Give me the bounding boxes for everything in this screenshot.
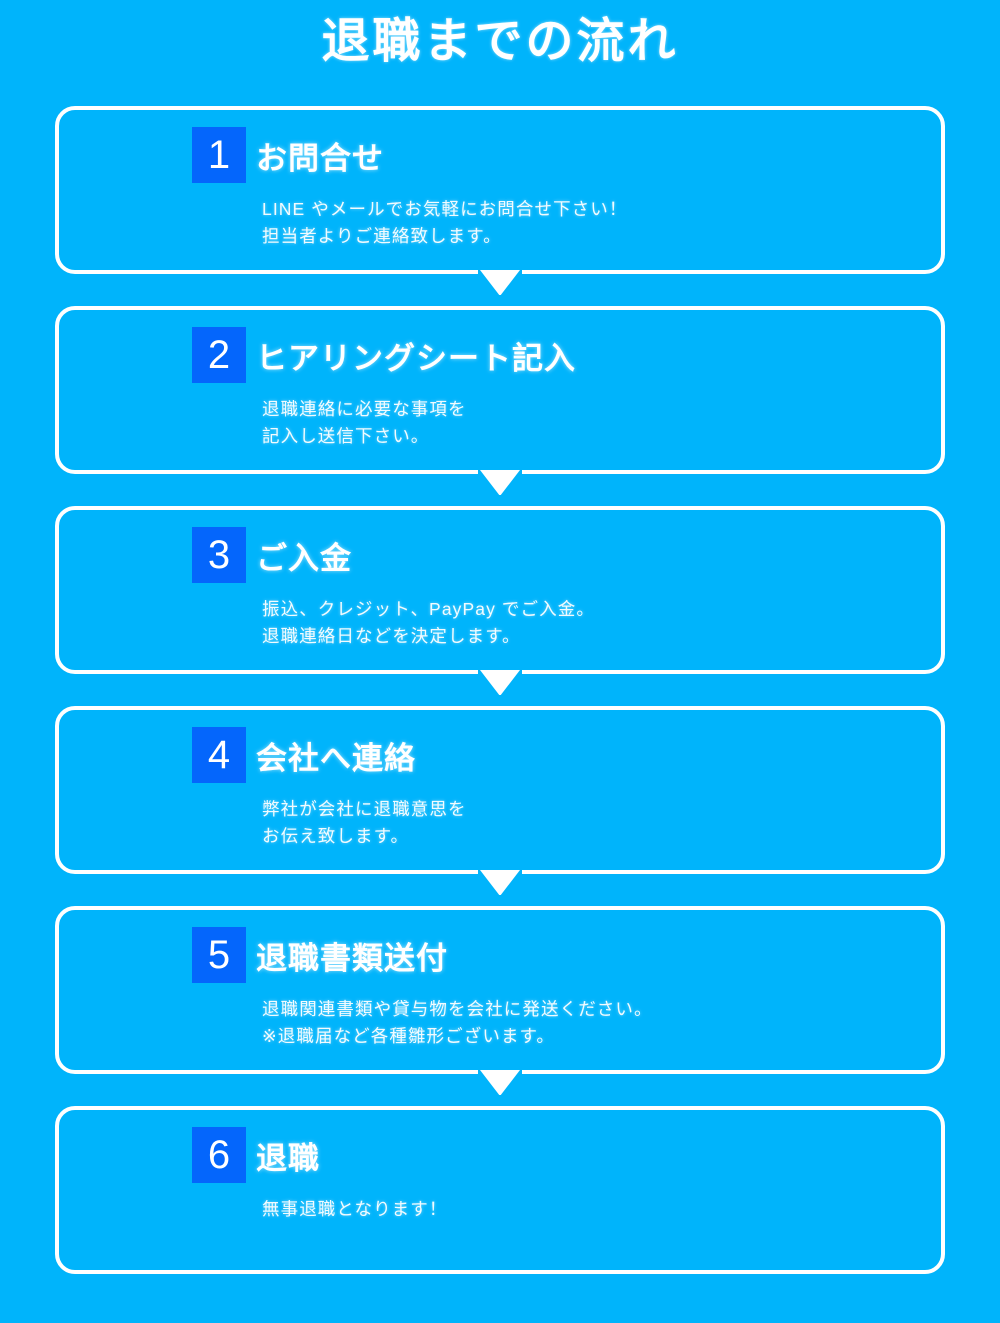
arrow-down-icon xyxy=(480,270,520,296)
flow-step-5: 5 退職書類送付 退職関連書類や貸与物を会社に発送ください。 ※退職届など各種雛… xyxy=(55,906,945,1074)
flow-connector-3 xyxy=(55,668,945,710)
step-box: 6 退職 無事退職となります！ xyxy=(55,1106,945,1274)
flow-connector-1 xyxy=(55,268,945,310)
arrow-down-icon xyxy=(480,470,520,496)
step-box: 1 お問合せ LINE やメールでお気軽にお問合せ下さい！ 担当者よりご連絡致し… xyxy=(55,106,945,274)
flow-connector-4 xyxy=(55,868,945,910)
step-description: 弊社が会社に退職意思を お伝え致します。 xyxy=(262,796,467,850)
step-description-line-1: 退職連絡に必要な事項を xyxy=(262,399,467,419)
step-description-line-1: 退職関連書類や貸与物を会社に発送ください。 xyxy=(262,999,653,1019)
step-description-line-2: ※退職届など各種雛形ございます。 xyxy=(262,1026,556,1047)
step-header: 6 退職 xyxy=(192,1127,320,1183)
step-number-badge: 6 xyxy=(192,1127,246,1183)
step-description-line-2: 退職連絡日などを決定します。 xyxy=(262,626,521,647)
step-number-badge: 2 xyxy=(192,327,246,383)
flow-connector-2 xyxy=(55,468,945,510)
arrow-down-icon xyxy=(480,870,520,896)
step-header: 5 退職書類送付 xyxy=(192,927,448,983)
flow-step-4: 4 会社へ連絡 弊社が会社に退職意思を お伝え致します。 xyxy=(55,706,945,874)
step-description: 無事退職となります！ xyxy=(262,1196,447,1223)
step-description-line-1: 弊社が会社に退職意思を xyxy=(262,799,467,819)
step-description: LINE やメールでお気軽にお問合せ下さい！ 担当者よりご連絡致します。 xyxy=(262,196,627,250)
flow-step-2: 2 ヒアリングシート記入 退職連絡に必要な事項を 記入し送信下さい。 xyxy=(55,306,945,474)
step-description: 退職連絡に必要な事項を 記入し送信下さい。 xyxy=(262,396,467,450)
step-header: 3 ご入金 xyxy=(192,527,352,583)
step-box: 4 会社へ連絡 弊社が会社に退職意思を お伝え致します。 xyxy=(55,706,945,874)
step-description-line-2: お伝え致します。 xyxy=(262,826,410,847)
flow-step-3: 3 ご入金 振込、クレジット、PayPay でご入金。 退職連絡日などを決定しま… xyxy=(55,506,945,674)
step-description-line-1: 無事退職となります！ xyxy=(262,1199,448,1219)
step-title: お問合せ xyxy=(256,140,384,176)
step-description-line-2: 記入し送信下さい。 xyxy=(262,426,430,447)
flow-connector-5 xyxy=(55,1068,945,1110)
step-header: 2 ヒアリングシート記入 xyxy=(192,327,576,383)
step-box: 2 ヒアリングシート記入 退職連絡に必要な事項を 記入し送信下さい。 xyxy=(55,306,945,474)
step-header: 1 お問合せ xyxy=(192,127,384,183)
arrow-down-icon xyxy=(480,670,520,696)
step-title: 退職 xyxy=(256,1140,320,1176)
step-title: ヒアリングシート記入 xyxy=(256,340,576,376)
step-title: 会社へ連絡 xyxy=(256,740,416,776)
arrow-down-icon xyxy=(480,1070,520,1096)
step-description-line-1: LINE やメールでお気軽にお問合せ下さい！ xyxy=(262,199,628,219)
step-number-badge: 5 xyxy=(192,927,246,983)
flow-step-6: 6 退職 無事退職となります！ xyxy=(55,1106,945,1274)
step-description-line-1: 振込、クレジット、PayPay でご入金。 xyxy=(262,599,595,619)
flow-step-1: 1 お問合せ LINE やメールでお気軽にお問合せ下さい！ 担当者よりご連絡致し… xyxy=(55,106,945,274)
step-number-badge: 3 xyxy=(192,527,246,583)
step-description: 退職関連書類や貸与物を会社に発送ください。 ※退職届など各種雛形ございます。 xyxy=(262,996,653,1050)
step-description-line-2: 担当者よりご連絡致します。 xyxy=(262,226,502,247)
page-title: 退職までの流れ xyxy=(321,15,679,68)
flow-step-list: 1 お問合せ LINE やメールでお気軽にお問合せ下さい！ 担当者よりご連絡致し… xyxy=(55,106,945,1274)
step-box: 5 退職書類送付 退職関連書類や貸与物を会社に発送ください。 ※退職届など各種雛… xyxy=(55,906,945,1074)
step-box: 3 ご入金 振込、クレジット、PayPay でご入金。 退職連絡日などを決定しま… xyxy=(55,506,945,674)
step-title: ご入金 xyxy=(256,540,352,576)
step-header: 4 会社へ連絡 xyxy=(192,727,416,783)
step-title: 退職書類送付 xyxy=(256,940,448,976)
step-description: 振込、クレジット、PayPay でご入金。 退職連絡日などを決定します。 xyxy=(262,596,595,650)
step-number-badge: 4 xyxy=(192,727,246,783)
step-number-badge: 1 xyxy=(192,127,246,183)
